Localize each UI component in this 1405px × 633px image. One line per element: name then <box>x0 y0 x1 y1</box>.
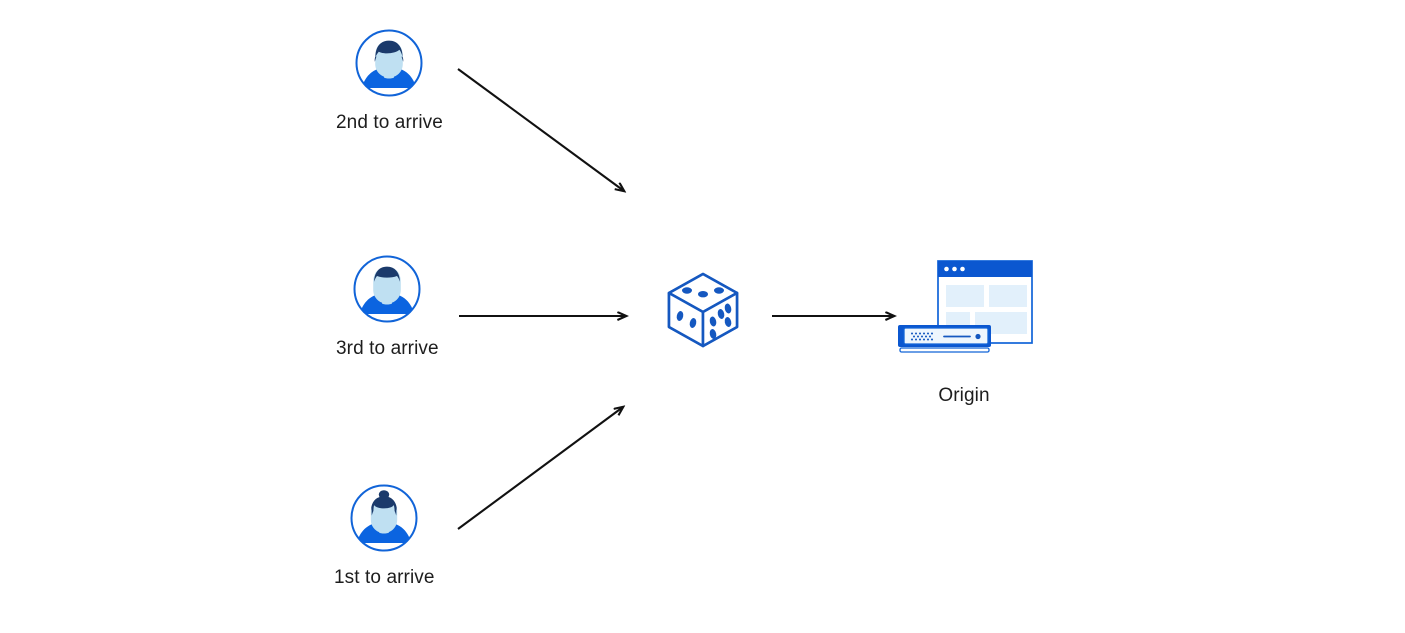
node-user-first[interactable]: 1st to arrive <box>334 482 435 589</box>
node-origin[interactable]: Origin <box>890 255 1038 407</box>
connector-second-user-to-dice <box>457 68 624 191</box>
user-avatar-icon <box>351 253 423 325</box>
node-randomizer[interactable] <box>661 268 745 352</box>
node-user-third[interactable]: 3rd to arrive <box>336 253 439 360</box>
origin-server-icon <box>890 255 1038 363</box>
user-avatar-icon <box>353 27 425 99</box>
dice-icon <box>661 268 745 357</box>
node-label-user-second: 2nd to arrive <box>336 112 443 133</box>
node-label-origin: Origin <box>938 385 990 406</box>
user-avatar-icon <box>348 482 420 554</box>
node-label-user-first: 1st to arrive <box>334 567 435 588</box>
node-user-second[interactable]: 2nd to arrive <box>336 27 443 134</box>
node-label-user-third: 3rd to arrive <box>336 338 439 359</box>
server-appliance <box>898 325 991 353</box>
connector-first-user-to-dice <box>457 407 623 530</box>
